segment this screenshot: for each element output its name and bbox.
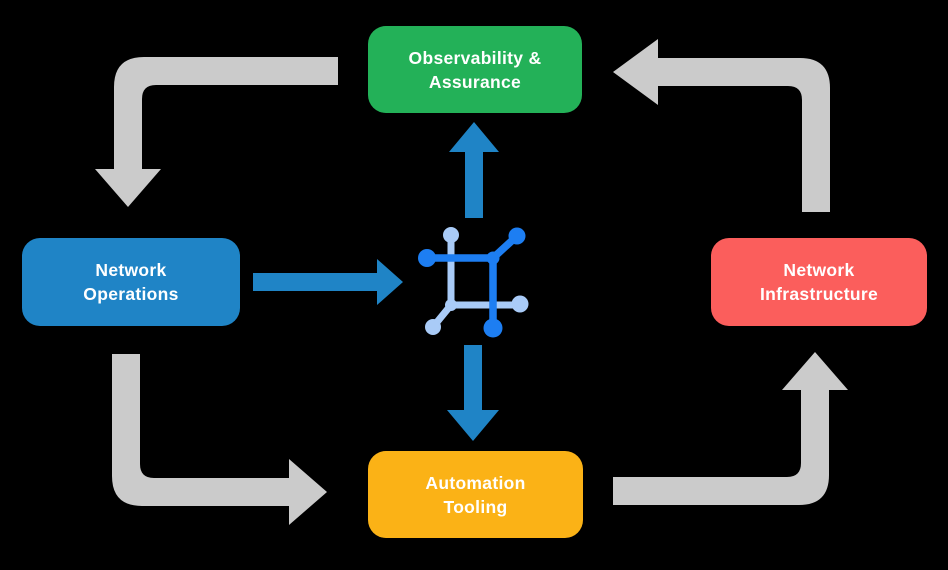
arrow-observability-to-operations (95, 57, 338, 207)
network-node-icon (418, 227, 529, 338)
node-label-line: Observability & (408, 47, 542, 68)
arrow-operations-to-icon (253, 259, 403, 305)
arrow-operations-to-automation (112, 354, 327, 525)
arrow-icon-to-automation (447, 345, 499, 441)
node-network-infrastructure: Network Infrastructure (711, 238, 927, 326)
node-label-line: Network (783, 260, 855, 280)
arrow-infrastructure-to-observability (613, 39, 830, 212)
arrow-icon-to-observability (449, 122, 499, 218)
node-label-line: Operations (83, 284, 179, 304)
node-network-operations: Network Operations (22, 238, 240, 326)
node-label-line: Network (95, 260, 167, 280)
arrow-automation-to-infrastructure (613, 352, 848, 505)
node-label-line: Automation (425, 472, 526, 493)
node-observability-assurance: Observability & Assurance (368, 26, 582, 113)
node-label-line: Assurance (428, 71, 522, 92)
node-automation-tooling: Automation Tooling (368, 451, 583, 538)
network-node-icon-dark-dots (418, 227, 526, 338)
node-label-line: Infrastructure (760, 284, 878, 304)
node-label-line: Tooling (443, 496, 508, 517)
network-node-icon-light-dots (425, 227, 529, 335)
